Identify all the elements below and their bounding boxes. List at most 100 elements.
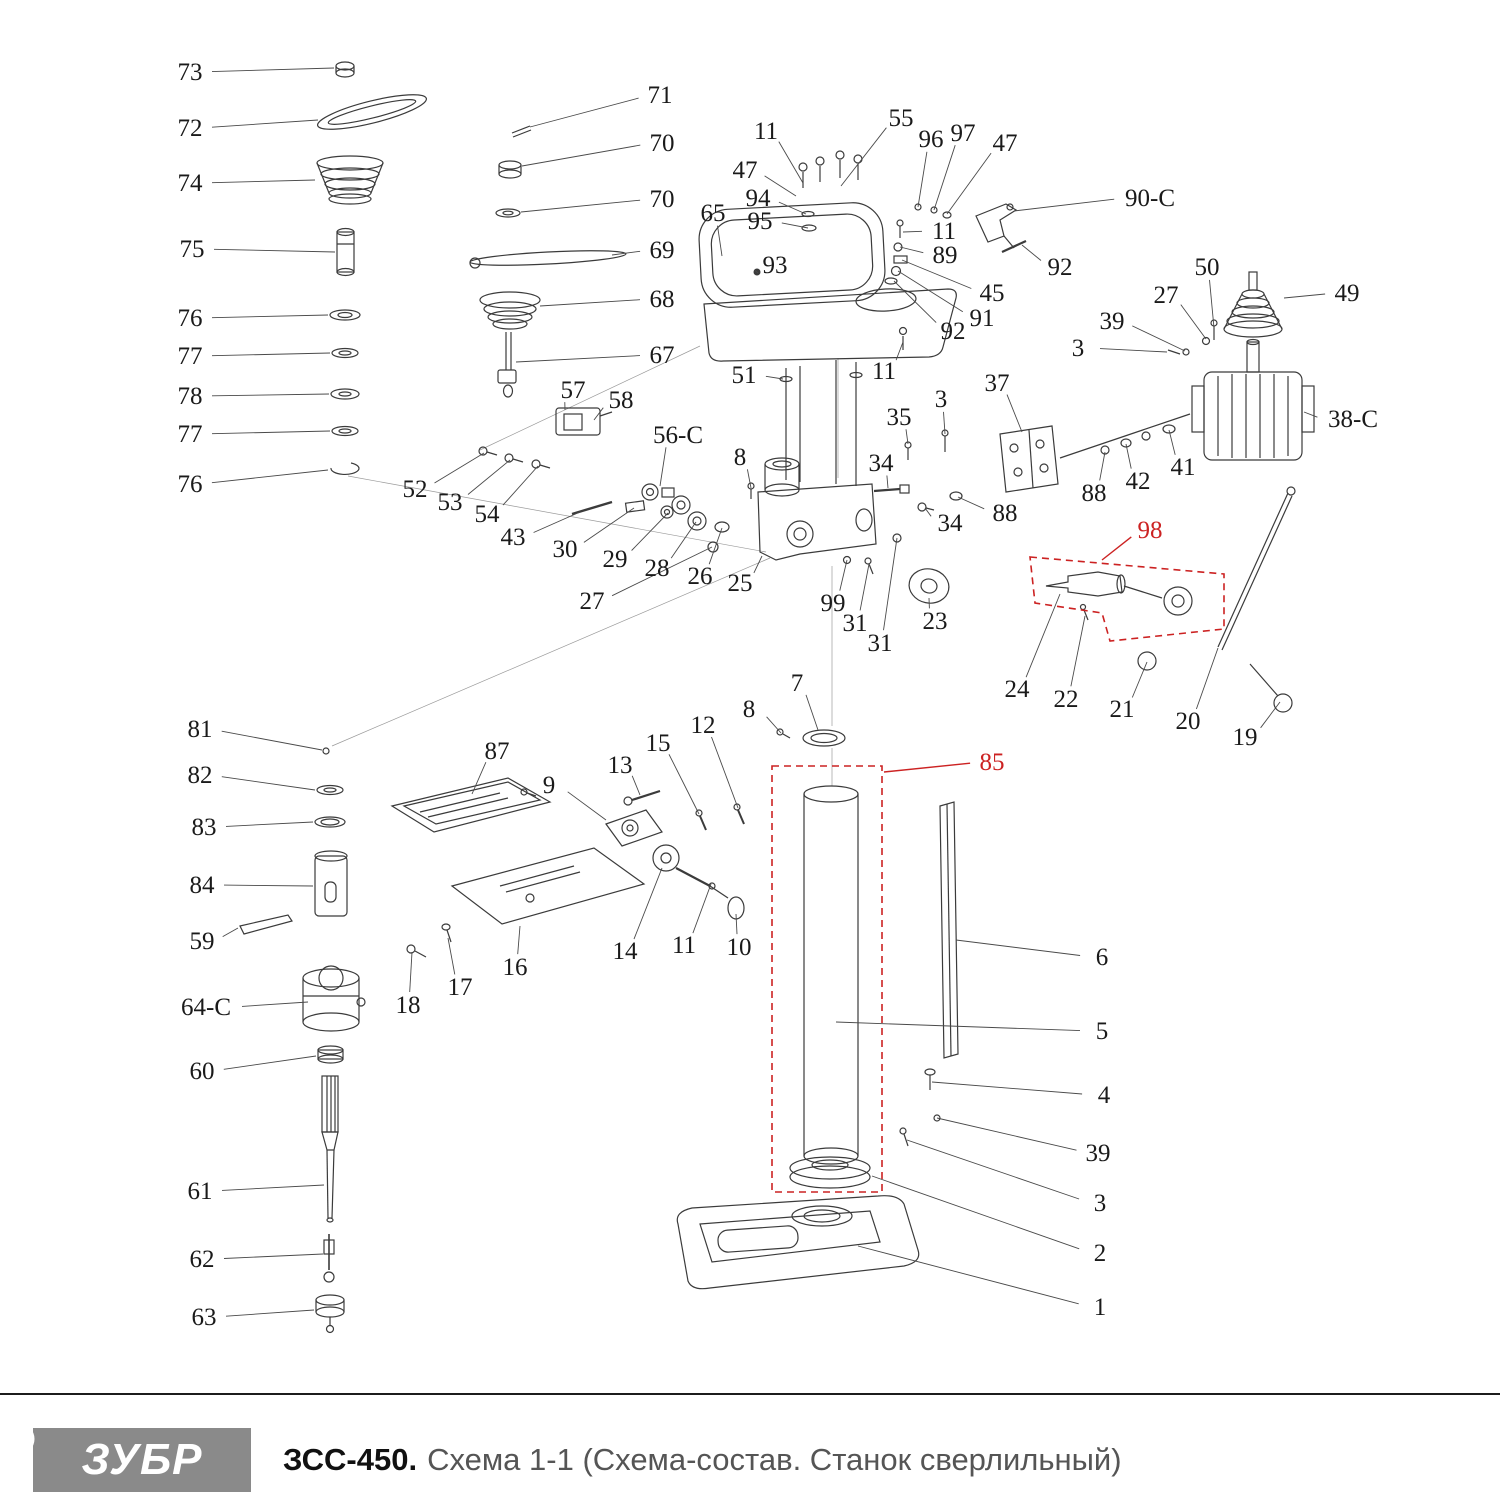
leader-line-13: [631, 775, 641, 796]
part-label-90-C: 90-C: [1125, 185, 1175, 212]
part-label-18: 18: [396, 992, 421, 1019]
part-label-5: 5: [1096, 1018, 1109, 1045]
part-label-39: 39: [1086, 1140, 1111, 1167]
diagram-title: ЗСС-450.Схема 1-1 (Схема-состав. Станок …: [283, 1442, 1122, 1478]
part-label-8: 8: [734, 444, 747, 471]
part-label-21: 21: [1110, 696, 1135, 723]
part-label-9: 9: [543, 772, 556, 799]
part-label-29: 29: [603, 546, 628, 573]
leader-line-52: [434, 452, 485, 484]
leader-line-47: [764, 175, 797, 197]
part-label-10: 10: [727, 934, 752, 961]
leader-line-75: [213, 248, 336, 253]
part-label-53: 53: [438, 489, 463, 516]
part-label-13: 13: [608, 752, 633, 779]
part-label-47: 47: [993, 130, 1018, 157]
leader-line-16: [517, 925, 521, 955]
part-label-42: 42: [1126, 468, 1151, 495]
column-drawing: [789, 785, 871, 1189]
leader-line-76: [211, 469, 329, 484]
part-label-89: 89: [933, 242, 958, 269]
leader-line-55: [840, 127, 887, 187]
part-label-22: 22: [1054, 686, 1079, 713]
part-label-64-C: 64-C: [181, 994, 231, 1021]
leader-line-31: [883, 537, 898, 631]
part-label-56-C: 56-C: [653, 422, 703, 449]
leader-line-5: [835, 1021, 1081, 1032]
part-label-31: 31: [843, 610, 868, 637]
part-label-8: 8: [743, 696, 756, 723]
leader-line-65: [717, 225, 723, 257]
leader-line-76: [211, 314, 329, 319]
leader-line-47: [946, 152, 992, 215]
part-label-88: 88: [993, 500, 1018, 527]
part-label-70: 70: [650, 186, 675, 213]
part-label-6: 6: [1096, 944, 1109, 971]
part-label-74: 74: [178, 170, 204, 197]
part-label-41: 41: [1171, 454, 1196, 481]
ring-nut-drawing: [776, 728, 846, 747]
part-label-26: 26: [688, 563, 713, 590]
part-label-27: 27: [1154, 282, 1179, 309]
part-label-35: 35: [887, 404, 912, 431]
leader-line-91: [897, 270, 964, 313]
leader-line-72: [211, 119, 319, 128]
leader-line-28: [670, 521, 697, 559]
leader-line-2: [871, 1175, 1080, 1250]
footer: ЗУБР ЗСС-450.Схема 1-1 (Схема-состав. Ст…: [0, 1420, 1500, 1500]
rack-drawing: [939, 801, 959, 1059]
leader-line-27: [611, 546, 713, 597]
part-label-25: 25: [728, 570, 753, 597]
part-label-38-C: 38-C: [1328, 406, 1378, 433]
part-label-88: 88: [1082, 480, 1107, 507]
leader-line-45: [901, 259, 972, 289]
part-label-71: 71: [648, 82, 673, 109]
part-label-3: 3: [1072, 335, 1085, 362]
leader-line-54: [502, 465, 539, 506]
part-label-11: 11: [932, 218, 956, 245]
part-label-92: 92: [941, 318, 966, 345]
part-label-94: 94: [746, 185, 772, 212]
leader-line-7: [805, 694, 819, 731]
highlight-boxes: [771, 556, 1225, 1193]
leader-line-4: [931, 1081, 1083, 1095]
leader-line-8: [746, 469, 752, 489]
part-label-3: 3: [935, 386, 948, 413]
part-label-14: 14: [613, 938, 639, 965]
leader-line-3: [1099, 348, 1168, 353]
leader-line-1: [857, 1245, 1079, 1305]
part-label-70: 70: [650, 130, 675, 157]
part-label-72: 72: [178, 115, 203, 142]
leader-line-64-C: [241, 1001, 309, 1007]
part-label-1: 1: [1094, 1294, 1107, 1321]
part-label-98: 98: [1138, 517, 1163, 544]
leader-line-8: [766, 716, 782, 734]
part-label-7: 7: [791, 670, 804, 697]
leader-line-39: [936, 1117, 1077, 1151]
part-label-92: 92: [1048, 254, 1073, 281]
leader-line-81: [221, 730, 323, 751]
leader-line-92: [893, 280, 937, 323]
leader-line-49: [1283, 293, 1326, 299]
part-label-77: 77: [178, 421, 203, 448]
base-plate-drawing: [676, 1195, 920, 1290]
leader-line-31: [859, 563, 870, 611]
spindle-stack-drawing: [239, 747, 366, 1334]
part-label-97: 97: [951, 120, 976, 147]
leader-line-24: [1025, 593, 1061, 678]
head-assembly-drawing: [747, 429, 963, 604]
leader-line-69: [611, 250, 641, 256]
table-group-drawing: [390, 777, 745, 958]
feed-hub-drawing: [1045, 571, 1193, 621]
part-label-37: 37: [985, 370, 1010, 397]
part-label-95: 95: [748, 208, 773, 235]
leader-line-6: [955, 939, 1081, 956]
footer-divider: [0, 1393, 1500, 1395]
part-label-39: 39: [1100, 308, 1125, 335]
part-label-12: 12: [691, 712, 716, 739]
leader-line-30: [583, 507, 635, 543]
part-label-50: 50: [1195, 254, 1220, 281]
part-label-85: 85: [980, 749, 1005, 776]
